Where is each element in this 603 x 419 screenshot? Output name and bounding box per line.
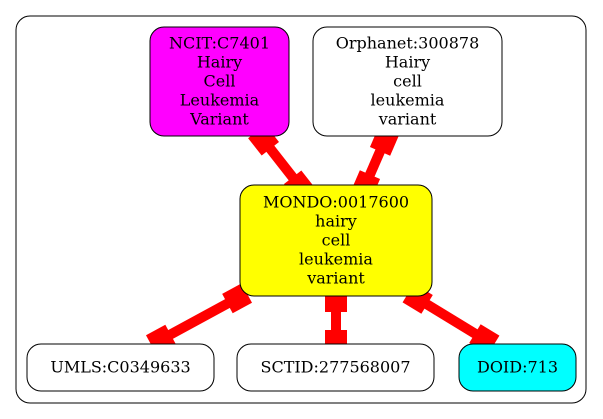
node-label-line: SCTID:277568007	[260, 358, 410, 377]
node-label-line: DOID:713	[477, 358, 558, 377]
node-doid[interactable]: DOID:713	[458, 343, 577, 392]
node-label-line: hairy	[315, 212, 357, 231]
cluster-border	[15, 15, 587, 404]
node-sctid[interactable]: SCTID:277568007	[236, 343, 435, 392]
nodes-group: NCIT:C7401HairyCellLeukemiaVariantOrphan…	[26, 26, 577, 392]
node-label-line: variant	[378, 110, 437, 129]
node-box	[149, 26, 290, 137]
node-label-line: NCIT:C7401	[169, 34, 270, 53]
node-box	[312, 26, 503, 137]
node-label-line: leukemia	[299, 250, 373, 269]
node-box	[458, 343, 577, 392]
node-box	[236, 343, 435, 392]
node-label-line: Variant	[189, 110, 249, 129]
edge-mondo-sctid	[325, 290, 347, 352]
node-label-line: UMLS:C0349633	[50, 358, 190, 377]
node-label-line: variant	[306, 269, 365, 288]
node-label-line: Hairy	[197, 53, 242, 72]
node-label-line: Cell	[204, 72, 236, 91]
node-label-line: Leukemia	[180, 91, 260, 110]
node-label-line: cell	[322, 231, 351, 250]
node-umls[interactable]: UMLS:C0349633	[26, 343, 215, 392]
node-box	[239, 184, 433, 297]
node-label-line: Hairy	[385, 53, 430, 72]
node-box	[26, 343, 215, 392]
node-label-line: Orphanet:300878	[336, 34, 480, 53]
node-label-line: cell	[393, 72, 422, 91]
node-label-line: MONDO:0017600	[263, 193, 409, 212]
node-label-line: leukemia	[371, 91, 445, 110]
